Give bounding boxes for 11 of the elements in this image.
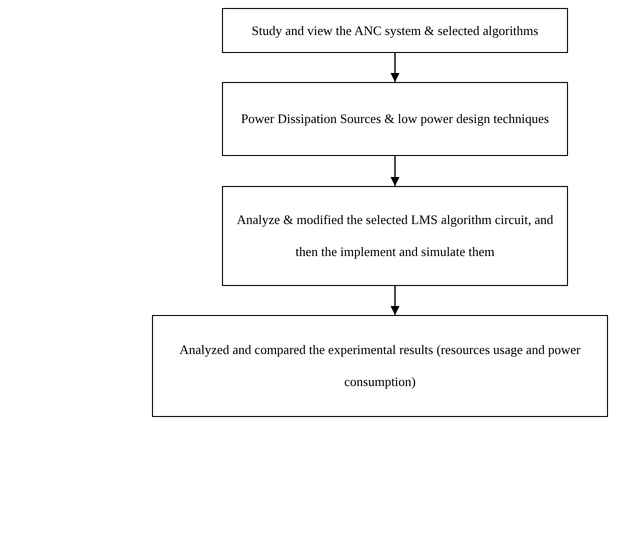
arrow: [390, 286, 400, 315]
box-text: Analyzed and compared the experimental results (resources usage and power consumption): [178, 341, 582, 391]
process-box: [222, 82, 568, 156]
arrow: [390, 156, 400, 186]
box-text: Study and view the ANC system & selected algorithms: [252, 22, 538, 40]
process-box: [222, 8, 568, 53]
arrow: [390, 53, 400, 82]
box-text: Analyze & modified the selected LMS algorithm circuit, and then the implement and simulate them: [236, 211, 554, 261]
box-text: Power Dissipation Sources & low power design techniques: [241, 110, 549, 128]
process-box: [152, 315, 608, 417]
process-box: [222, 186, 568, 286]
